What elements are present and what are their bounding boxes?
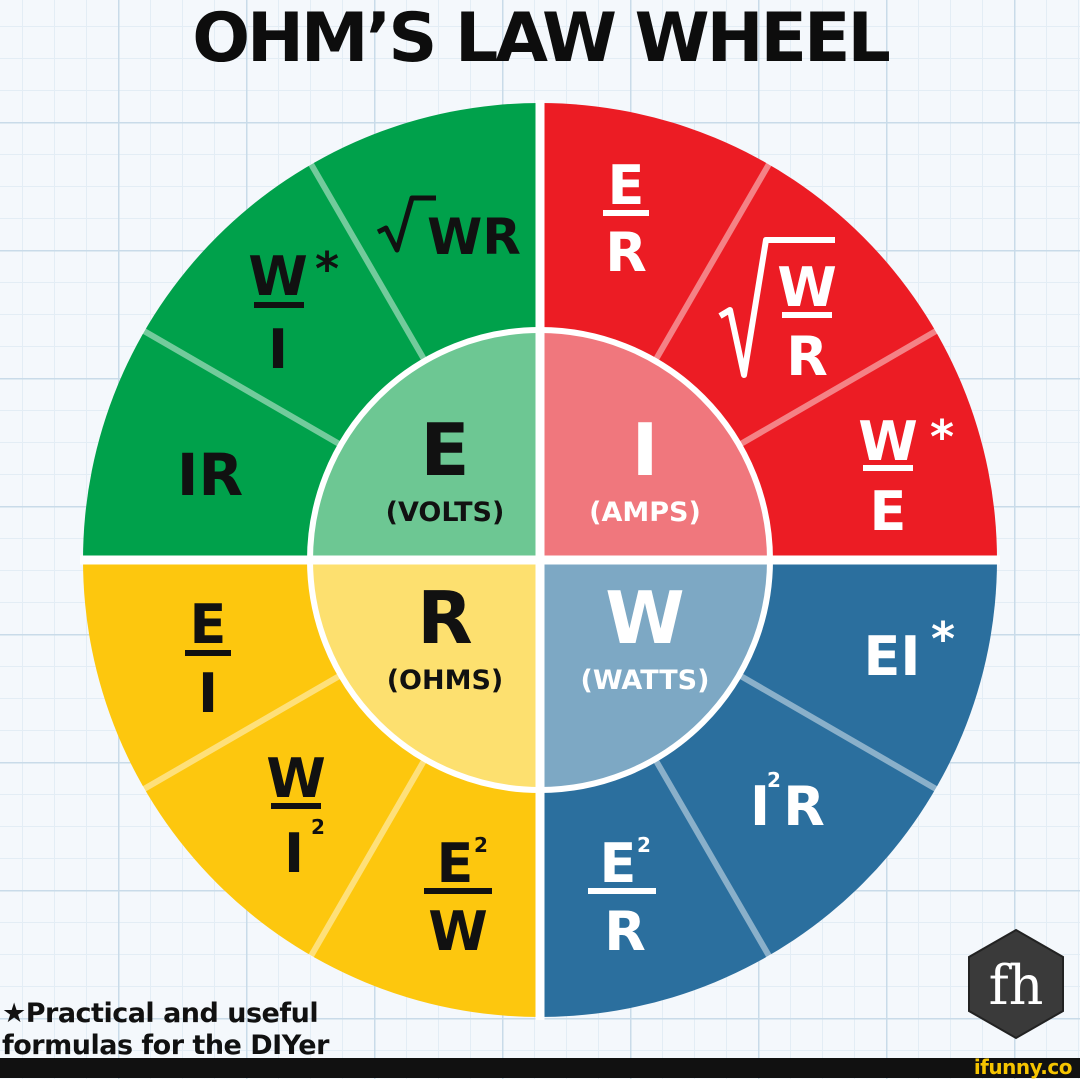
svg-text:E: E: [608, 154, 645, 217]
radical-sign: [718, 237, 835, 378]
svg-text:W: W: [858, 410, 918, 473]
svg-text:E: E: [870, 480, 907, 543]
svg-text:E: E: [600, 832, 637, 895]
watermark: ifunny.co: [973, 1055, 1073, 1079]
formula-e-over-i: E I: [185, 593, 231, 725]
volts-letter: E: [420, 408, 469, 492]
svg-text:W: W: [248, 245, 308, 308]
formula-sqrt-wr: WR: [376, 195, 521, 266]
svg-text:WR: WR: [427, 208, 521, 266]
ohms-unit: (OHMS): [387, 665, 504, 696]
sector-dividers: [142, 162, 938, 958]
formula-sqrt-w-over-r: W R: [718, 237, 837, 388]
formula-w-over-i-squared: W I 2: [266, 747, 326, 885]
watts-letter: W: [605, 576, 684, 660]
svg-text:R: R: [605, 221, 647, 284]
svg-text:W: W: [428, 900, 488, 963]
svg-text:I: I: [284, 822, 304, 885]
formula-ei: EI *: [864, 612, 956, 688]
fh-logo: fh: [968, 928, 1064, 1040]
footnote-line-1: Practical and useful: [25, 998, 319, 1029]
practical-star: *: [931, 612, 955, 666]
svg-text:R: R: [783, 775, 825, 838]
watts-unit: (WATTS): [581, 665, 710, 696]
formula-w-over-e: W E *: [858, 410, 954, 543]
volts-unit: (VOLTS): [386, 497, 505, 528]
formula-e-squared-over-r: E 2 R: [588, 832, 656, 963]
amps-inner-quadrant: [540, 330, 770, 560]
svg-text:E: E: [190, 593, 227, 656]
volts-inner-quadrant: [310, 330, 540, 560]
logo-text: fh: [989, 954, 1044, 1017]
svg-text:I: I: [750, 775, 770, 838]
star-icon: ★: [2, 998, 26, 1029]
formula-e-over-r: E R: [603, 154, 649, 284]
footnote-line-2: formulas for the DIYer: [2, 1030, 329, 1061]
svg-text:W: W: [266, 747, 326, 810]
svg-text:W: W: [777, 256, 837, 319]
ohms-letter: R: [417, 576, 472, 660]
svg-text:EI: EI: [864, 625, 921, 688]
footnote: ★Practical and useful formulas for the D…: [2, 998, 362, 1062]
practical-star: *: [930, 410, 954, 464]
bottom-bar: [0, 1058, 1080, 1078]
svg-text:2: 2: [767, 768, 781, 792]
amps-letter: I: [632, 408, 659, 492]
page-title: OHM’S LAW WHEEL: [192, 0, 891, 78]
radical-sign: [376, 195, 436, 253]
svg-text:I: I: [268, 318, 288, 381]
svg-text:E: E: [437, 832, 474, 895]
practical-star: *: [315, 242, 339, 296]
formula-i-squared-r: I 2 R: [750, 768, 825, 838]
watts-inner-quadrant: [540, 560, 770, 790]
formula-ir: IR: [177, 441, 243, 509]
svg-text:I: I: [198, 662, 218, 725]
formula-e-squared-over-w: E 2 W: [424, 832, 492, 963]
svg-text:2: 2: [474, 833, 488, 857]
svg-text:2: 2: [637, 833, 651, 857]
ohms-inner-quadrant: [310, 560, 540, 790]
svg-text:2: 2: [311, 815, 325, 839]
amps-unit: (AMPS): [589, 497, 701, 528]
svg-text:R: R: [604, 900, 646, 963]
formula-w-over-i: W I *: [248, 242, 339, 381]
svg-text:R: R: [786, 325, 828, 388]
